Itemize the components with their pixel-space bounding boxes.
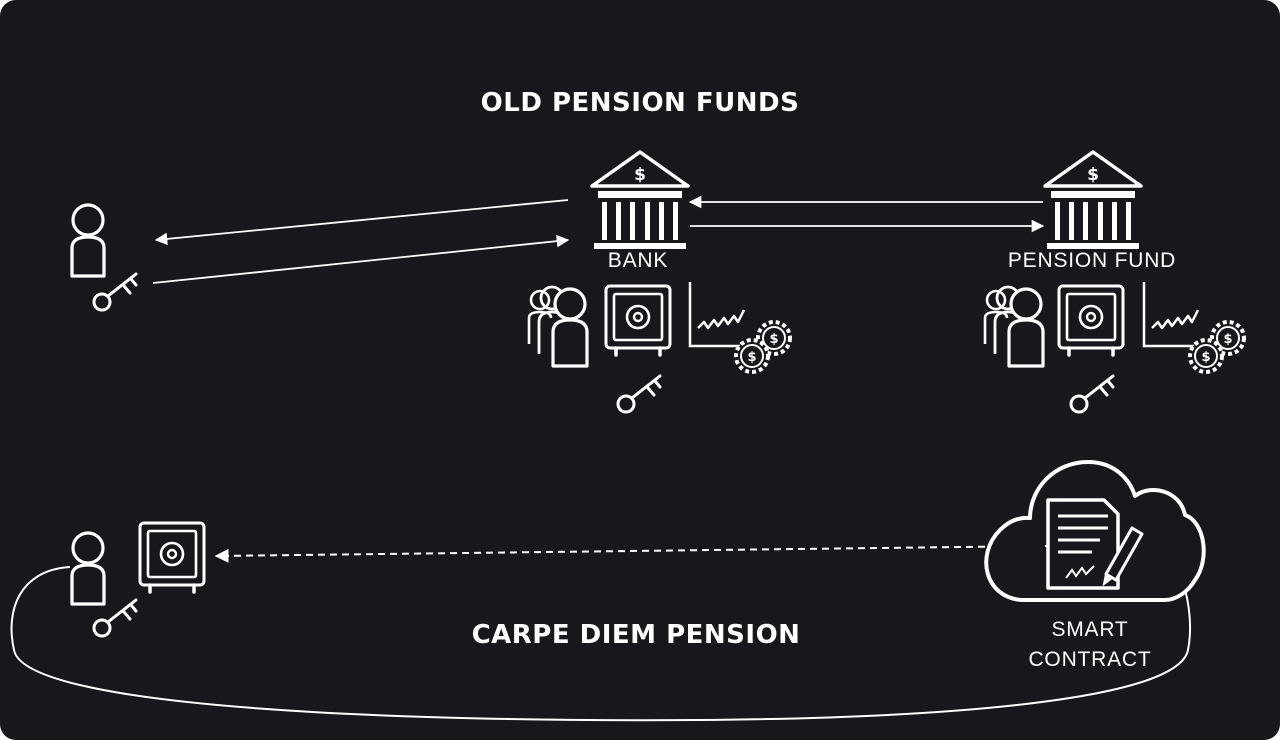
pension-fund-safe-icon [1057,284,1125,357]
bank-key-icon [616,374,662,414]
smart-contract-label-line1: SMART [1051,618,1129,641]
carpe-diem-pension-title: CARPE DIEM PENSION [471,620,801,650]
bank-icon [590,150,690,251]
loop-curve [10,544,1192,722]
bank-customers-icon [527,285,589,368]
person-to-bank-arrow [152,234,570,284]
bank-safe-icon [604,284,672,357]
pen-icon [1102,526,1144,587]
old-pension-funds-title: OLD PENSION FUNDS [480,88,800,118]
pension-fund-icon [1043,150,1143,251]
carpe-diem-safe-icon [138,521,206,594]
pension-fund-chart-icon [1144,282,1244,372]
bank-label: BANK [607,249,669,272]
individual-key-icon [92,272,138,312]
carpe-diem-person-icon [70,531,106,606]
smart-contract-to-safe-dashed-arrow [214,545,1046,563]
smart-contract-label-line2: CONTRACT [1028,648,1152,671]
individual-person-icon [70,203,106,278]
pension-fund-label: PENSION FUND [1007,249,1177,272]
pension-fund-key-icon [1069,374,1115,414]
bank-to-person-arrow [154,199,569,246]
bank-chart-icon [690,282,790,372]
pension-fund-customers-icon [983,285,1045,368]
